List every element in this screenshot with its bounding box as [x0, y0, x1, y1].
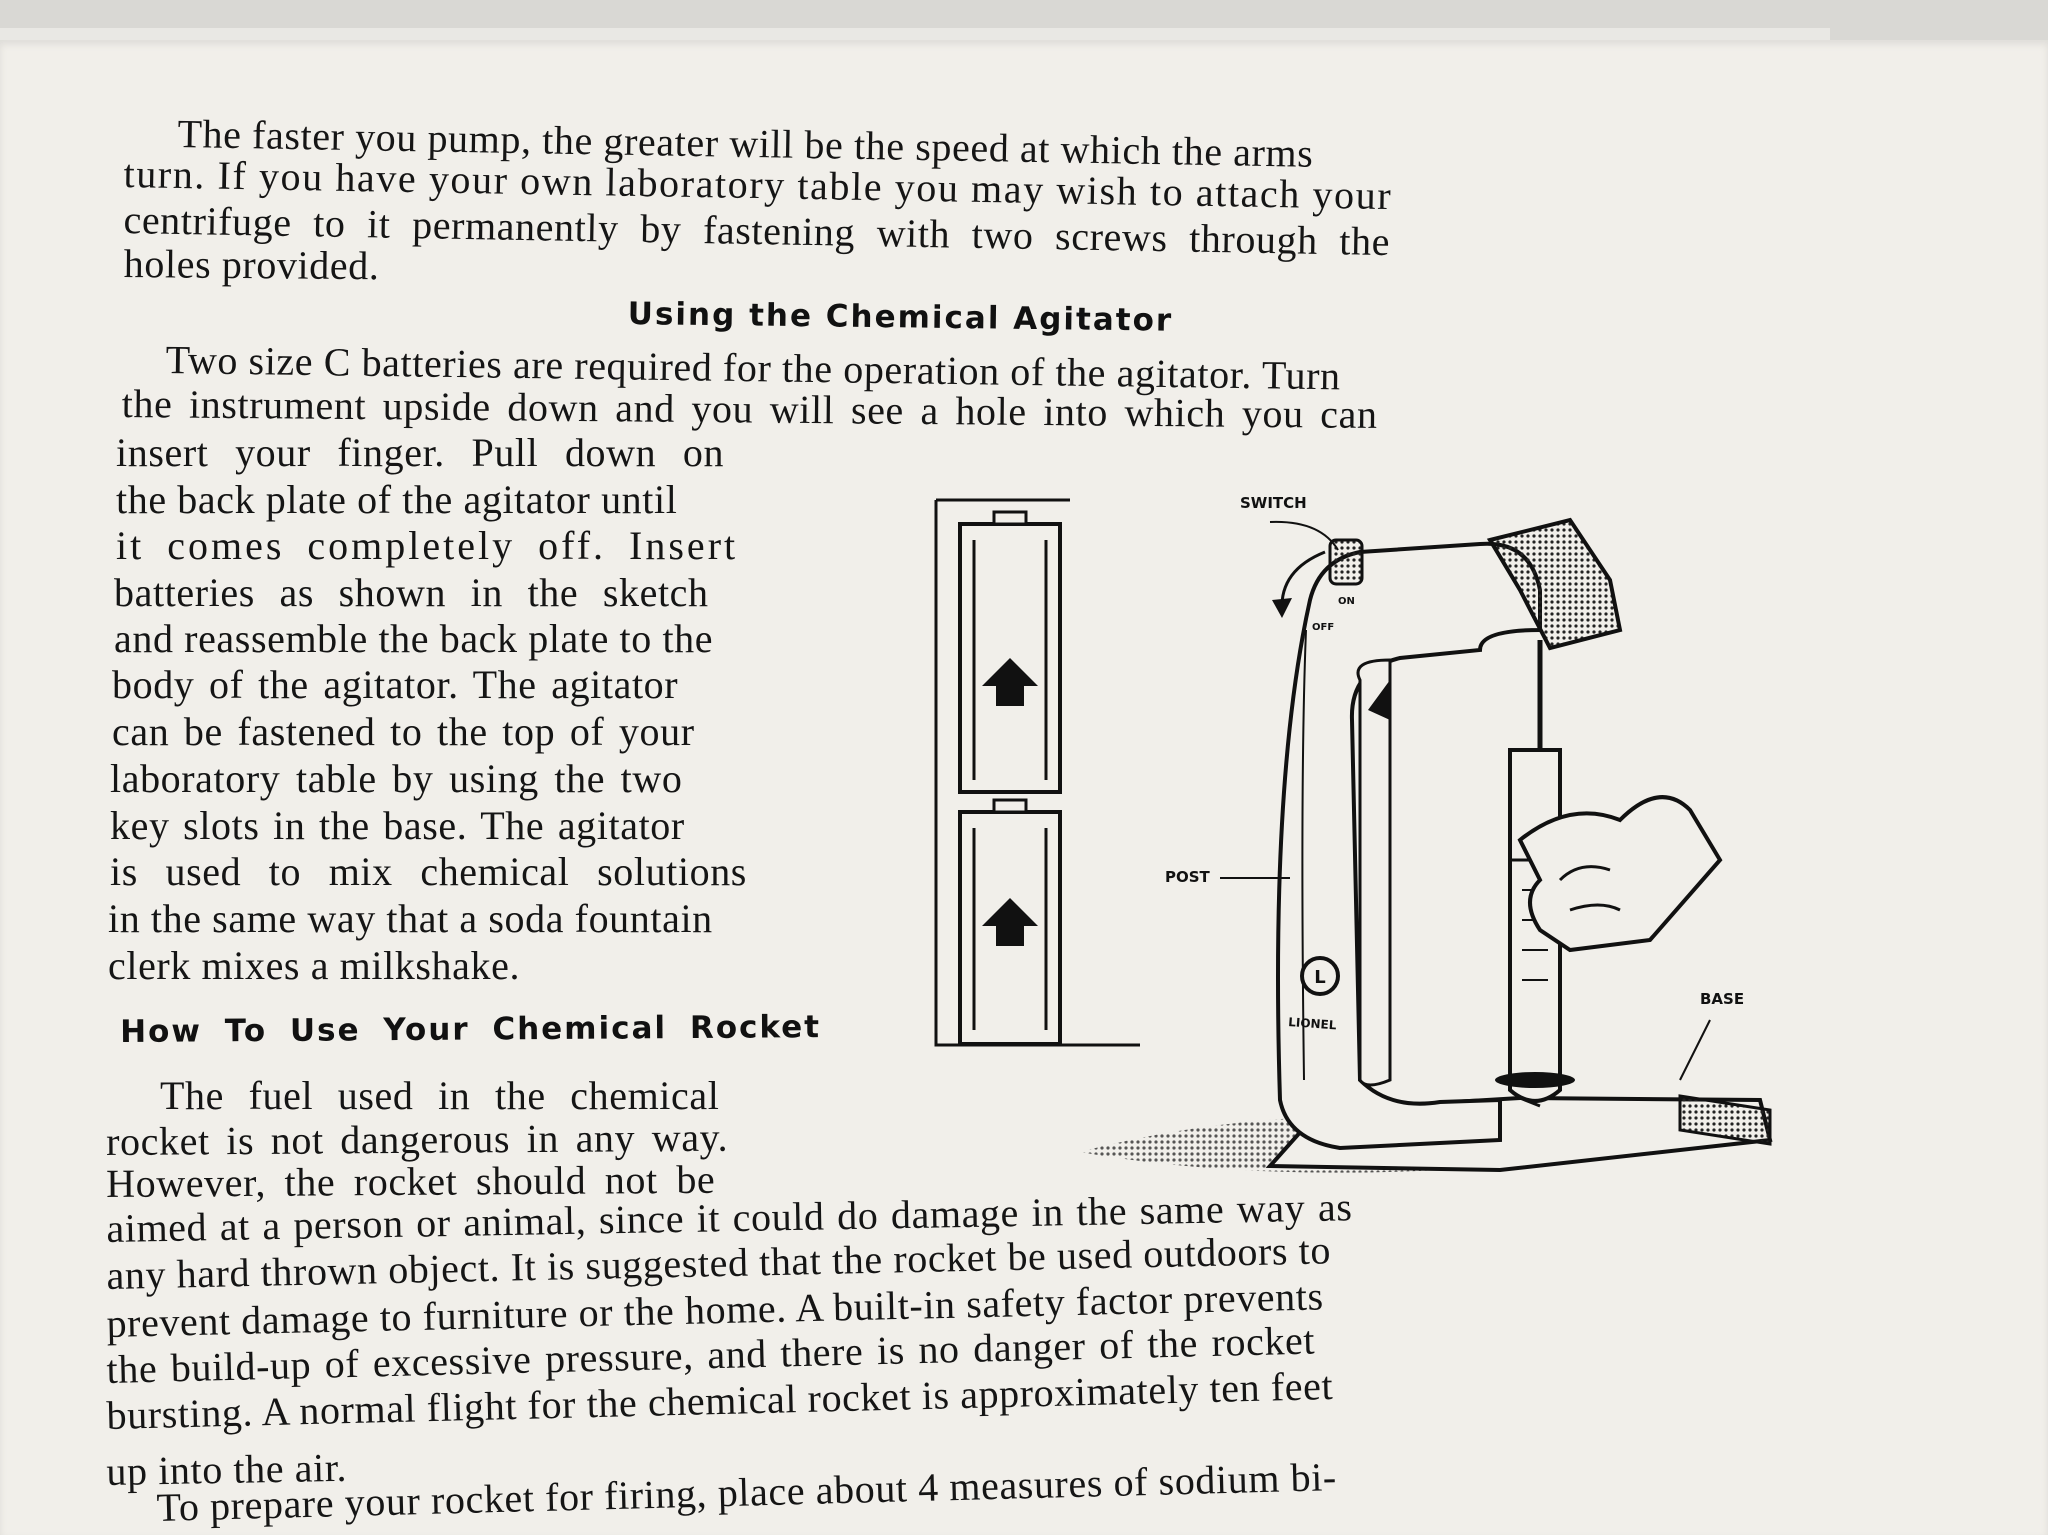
battery-sketch [934, 498, 1140, 1047]
svg-text:OFF: OFF [1312, 622, 1334, 633]
agitator-illustration: L LIONEL ON OFF SWITCH POST BASE [920, 480, 1790, 1190]
text-line: key slots in the base. The agitator [110, 803, 685, 848]
agitator-body: L LIONEL ON OFF [1265, 517, 1773, 1173]
label-switch: SWITCH [1240, 494, 1307, 512]
text-line: holes provided. [123, 240, 380, 289]
lionel-logo-icon [1300, 956, 1340, 996]
text-line: in the same way that a soda fountain [108, 896, 713, 941]
text-line: body of the agitator. The agitator [112, 662, 679, 707]
switch-icon [1328, 538, 1364, 586]
text-line: can be fastened to the top of your [112, 709, 695, 754]
hand-icon [1517, 795, 1723, 953]
text-line: it comes completely off. Insert [116, 523, 739, 568]
section-heading-rocket: How To Use Your Chemical Rocket [120, 1009, 822, 1050]
label-base: BASE [1700, 990, 1744, 1008]
text-line: and reassemble the back plate to the [114, 616, 714, 661]
svg-text:LIONEL: LIONEL [1288, 1015, 1337, 1032]
text-line: insert your finger. Pull down on [116, 430, 725, 475]
svg-text:ON: ON [1338, 596, 1355, 607]
text-line: clerk mixes a milkshake. [108, 943, 521, 988]
text-line: laboratory table by using the two [110, 756, 683, 801]
arrow-up-icon [982, 658, 1038, 706]
text-line: The fuel used in the chemical [160, 1073, 720, 1118]
label-post: POST [1165, 868, 1211, 886]
text-line: batteries as shown in the sketch [114, 570, 709, 615]
arrow-up-icon [982, 898, 1038, 946]
svg-text:L: L [1314, 967, 1325, 988]
section-heading-agitator: Using the Chemical Agitator [627, 296, 1174, 339]
text-line: is used to mix chemical solutions [110, 849, 747, 894]
text-line: the back plate of the agitator until [116, 477, 678, 522]
manual-page: The faster you pump, the greater will be… [0, 40, 2048, 1535]
